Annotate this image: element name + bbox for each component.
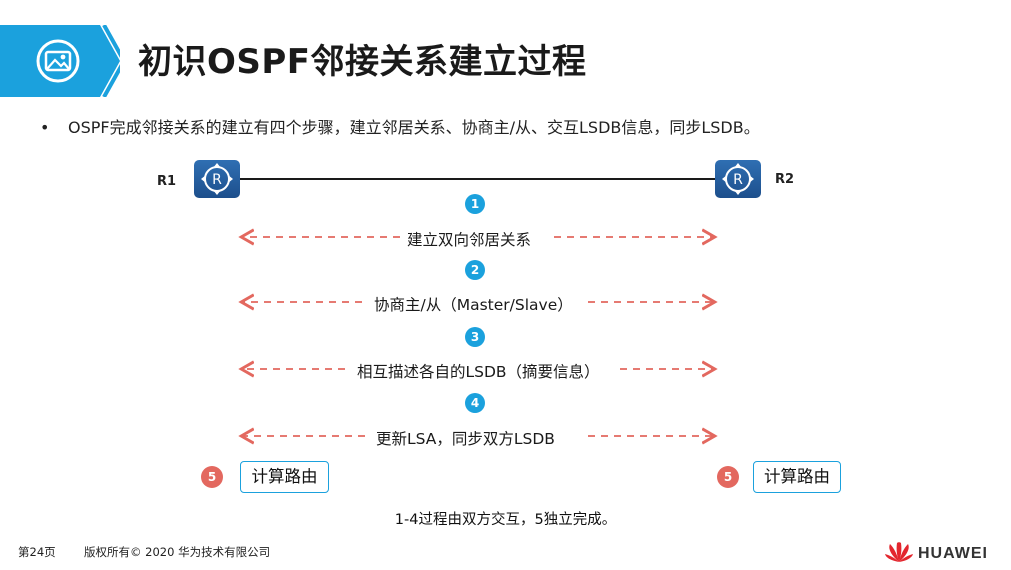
compute-route-box-right: 计算路由 bbox=[753, 461, 841, 493]
copyright-text: 版权所有© 2020 华为技术有限公司 bbox=[84, 545, 271, 559]
step-2-badge: 2 bbox=[465, 260, 485, 280]
title-banner bbox=[0, 25, 120, 97]
step-2-text: 协商主/从（Master/Slave） bbox=[374, 296, 573, 314]
brand-name: HUAWEI bbox=[918, 545, 988, 562]
step-4-text: 更新LSA，同步双方LSDB bbox=[376, 430, 555, 448]
router-r2-icon: R bbox=[715, 160, 761, 198]
page-number: 第24页 bbox=[18, 545, 56, 559]
bullet-text: OSPF完成邻接关系的建立有四个步骤，建立邻居关系、协商主/从、交互LSDB信息… bbox=[68, 118, 760, 137]
huawei-logo-icon bbox=[884, 540, 914, 568]
router-label-r2: R2 bbox=[775, 172, 795, 187]
link-line bbox=[240, 178, 716, 180]
step-1-text: 建立双向邻居关系 bbox=[407, 231, 532, 249]
step-5-right-badge: 5 bbox=[717, 466, 739, 488]
router-label-r1: R1 bbox=[157, 174, 177, 189]
page-title: 初识OSPF邻接关系建立过程 bbox=[138, 42, 587, 82]
step-5-left-badge: 5 bbox=[201, 466, 223, 488]
step-3-badge: 3 bbox=[465, 327, 485, 347]
step-1-badge: 1 bbox=[465, 194, 485, 214]
svg-text:R: R bbox=[212, 172, 222, 188]
bullet-point: • OSPF完成邻接关系的建立有四个步骤，建立邻居关系、协商主/从、交互LSDB信… bbox=[40, 114, 760, 138]
bullet-dot: • bbox=[40, 118, 50, 137]
step-3-text: 相互描述各自的LSDB（摘要信息） bbox=[357, 363, 600, 381]
step-4-badge: 4 bbox=[465, 393, 485, 413]
router-r1-icon: R bbox=[194, 160, 240, 198]
summary-text: 1-4过程由双方交互，5独立完成。 bbox=[394, 512, 617, 528]
compute-route-box-left: 计算路由 bbox=[240, 461, 329, 493]
svg-text:R: R bbox=[733, 172, 743, 188]
image-icon bbox=[36, 39, 80, 83]
